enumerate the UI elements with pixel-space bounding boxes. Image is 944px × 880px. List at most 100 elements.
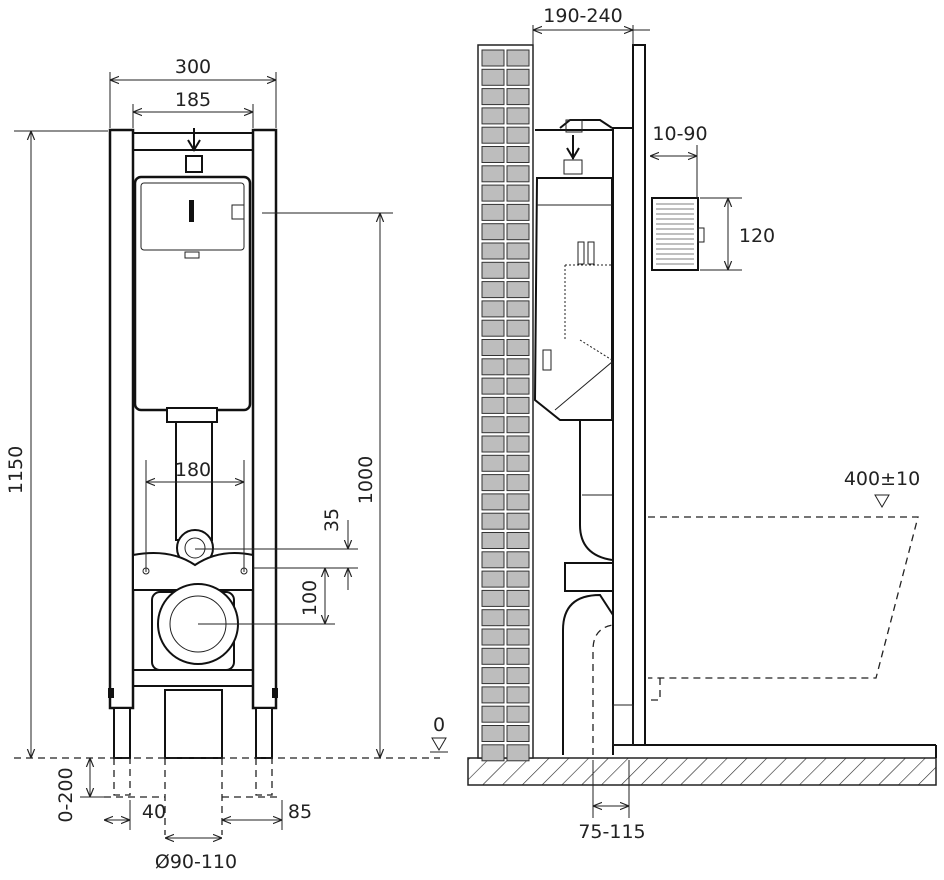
wall-tile bbox=[506, 705, 530, 723]
wall-tile bbox=[506, 725, 530, 742]
wall-tile bbox=[481, 416, 505, 434]
wall-tile bbox=[506, 281, 530, 299]
wall-tile bbox=[506, 474, 530, 492]
wall-tile bbox=[481, 281, 505, 299]
wall-tile bbox=[506, 570, 530, 588]
dim-1000: 1000 bbox=[355, 456, 377, 504]
wall-tile bbox=[481, 49, 505, 67]
wall-tile bbox=[481, 435, 505, 453]
wall-tile bbox=[481, 358, 505, 376]
dim-190-240: 190-240 bbox=[543, 5, 622, 27]
wall-tile bbox=[506, 377, 530, 395]
wall-tiles bbox=[481, 49, 530, 762]
wall-tile bbox=[481, 396, 505, 414]
wall-tile bbox=[481, 126, 505, 144]
wall-tile bbox=[506, 165, 530, 183]
wall-tile bbox=[506, 261, 530, 279]
wall-tile bbox=[506, 49, 530, 67]
side-view: 190-240 10-90 120 400±10 75-115 bbox=[467, 5, 937, 843]
wall-tile bbox=[506, 686, 530, 704]
dim-300: 300 bbox=[175, 56, 211, 78]
wall-tile bbox=[506, 184, 530, 202]
dim-35: 35 bbox=[321, 508, 343, 532]
dim-400: 400±10 bbox=[844, 468, 920, 490]
wall-tile bbox=[481, 667, 505, 685]
wall-tile bbox=[506, 512, 530, 530]
wall-tile bbox=[481, 551, 505, 569]
wall-tile bbox=[481, 705, 505, 723]
toilet-bowl-outline bbox=[648, 516, 919, 679]
left-post bbox=[108, 128, 135, 710]
wall-tile bbox=[481, 165, 505, 183]
side-cistern bbox=[533, 177, 613, 421]
wall-tile bbox=[481, 339, 505, 356]
dim-75-115: 75-115 bbox=[578, 821, 645, 843]
dim-100: 100 bbox=[299, 580, 321, 616]
wall-tile bbox=[506, 532, 530, 549]
wall-tile bbox=[481, 744, 505, 762]
frame-post bbox=[612, 127, 634, 746]
wall-tile bbox=[506, 88, 530, 106]
dim-85: 85 bbox=[288, 801, 312, 823]
wall-tile bbox=[481, 68, 505, 86]
wall-tile bbox=[506, 358, 530, 376]
wall-tile bbox=[506, 589, 530, 607]
wall-tile bbox=[506, 416, 530, 434]
wall-tile bbox=[481, 203, 505, 221]
wall-tile bbox=[506, 223, 530, 241]
dim-1150: 1150 bbox=[5, 446, 27, 494]
right-post bbox=[251, 128, 278, 710]
wall-tile bbox=[481, 146, 505, 163]
wall-tile bbox=[506, 647, 530, 665]
wall-tile bbox=[506, 300, 530, 318]
wall-tile bbox=[506, 126, 530, 144]
dim-185: 185 bbox=[175, 89, 211, 111]
wall-tile bbox=[506, 744, 530, 762]
wall-tile bbox=[506, 493, 530, 511]
wall-tile bbox=[481, 589, 505, 607]
wall-tile bbox=[506, 68, 530, 86]
wall-tile bbox=[506, 454, 530, 472]
wall-tile bbox=[506, 146, 530, 163]
dim-0-200: 0-200 bbox=[55, 767, 77, 822]
wall-tile bbox=[481, 686, 505, 704]
wall-tile bbox=[481, 454, 505, 472]
floor-slab bbox=[467, 757, 937, 786]
wall-tile bbox=[506, 242, 530, 260]
wall-tile bbox=[506, 551, 530, 569]
wall-tile bbox=[506, 203, 530, 221]
wall-tile bbox=[506, 319, 530, 337]
wall-tile bbox=[506, 609, 530, 627]
wall-tile bbox=[481, 474, 505, 492]
wall-tile bbox=[481, 493, 505, 511]
wall-tile bbox=[481, 300, 505, 318]
front-view: 300 185 1150 1000 180 35 100 0-200 40 85… bbox=[5, 56, 448, 873]
wall-tile bbox=[481, 223, 505, 241]
dim-10-90: 10-90 bbox=[652, 123, 707, 145]
floor-level-label: 0 bbox=[433, 714, 445, 736]
wall-tile bbox=[481, 647, 505, 665]
wall-tile bbox=[481, 512, 505, 530]
wall-tile bbox=[506, 435, 530, 453]
wall-tile bbox=[506, 339, 530, 356]
wall-tile bbox=[481, 319, 505, 337]
wall-tile bbox=[481, 88, 505, 106]
wall-tile bbox=[506, 628, 530, 646]
wall-tile bbox=[481, 628, 505, 646]
wall-tile bbox=[481, 570, 505, 588]
wall-tile bbox=[506, 396, 530, 414]
dim-drain-diameter: Ø90-110 bbox=[155, 851, 237, 873]
wall-tile bbox=[481, 107, 505, 125]
wall-tile bbox=[481, 725, 505, 742]
wall-tile bbox=[506, 107, 530, 125]
front-panel bbox=[632, 44, 646, 746]
wall-tile bbox=[481, 242, 505, 260]
wall-tile bbox=[481, 261, 505, 279]
dim-120: 120 bbox=[739, 225, 775, 247]
wall-tile bbox=[481, 609, 505, 627]
wall-tile bbox=[481, 532, 505, 549]
wall-tile bbox=[481, 184, 505, 202]
dim-40: 40 bbox=[142, 801, 166, 823]
dim-180: 180 bbox=[175, 459, 211, 481]
